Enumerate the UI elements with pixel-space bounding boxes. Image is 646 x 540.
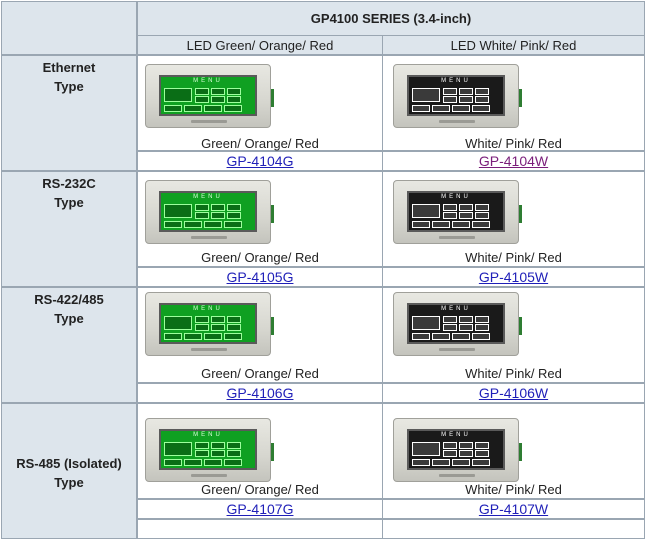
color-caption: White/ Pink/ Red (465, 366, 562, 381)
row-type-name: RS-422/485 (34, 292, 104, 307)
device-image-green[interactable]: MENU (145, 418, 274, 482)
color-caption: Green/ Orange/ Red (201, 482, 319, 497)
device-image-cell: MENU Green/ Orange/ Red (137, 55, 383, 151)
model-link-cell: GP-4107W (382, 499, 645, 519)
model-link[interactable]: GP-4105G (226, 269, 294, 285)
model-link[interactable]: GP-4107W (478, 501, 549, 517)
row-type-suffix: Type (54, 195, 84, 210)
series-title: GP4100 SERIES (3.4-inch) (310, 11, 472, 26)
color-caption: Green/ Orange/ Red (201, 136, 319, 151)
row-type-name: RS-232C (42, 176, 96, 191)
row-label-cell: RS-485 (Isolated) Type (1, 403, 137, 539)
led-screen: MENU (159, 191, 257, 232)
color-caption: Green/ Orange/ Red (201, 366, 319, 381)
col-header-green-label: LED Green/ Orange/ Red (186, 37, 334, 53)
row-type-name: Ethernet (42, 60, 96, 75)
corner-cell (1, 1, 137, 55)
device-image-white[interactable]: MENU (393, 292, 522, 356)
led-screen: MENU (407, 429, 505, 470)
led-screen: MENU (407, 75, 505, 116)
model-link-cell: GP-4107G (137, 499, 383, 519)
model-link[interactable]: GP-4107G (226, 501, 294, 517)
col-header-green: LED Green/ Orange/ Red (137, 35, 383, 55)
device-image-cell: MENU Green/ Orange/ Red (137, 287, 383, 383)
row-type-name: RS-485 (Isolated) (16, 456, 122, 471)
row-type-suffix: Type (54, 79, 84, 94)
device-image-white[interactable]: MENU (393, 180, 522, 244)
color-caption: White/ Pink/ Red (465, 250, 562, 265)
col-header-white: LED White/ Pink/ Red (382, 35, 645, 55)
device-image-cell: MENU Green/ Orange/ Red (137, 171, 383, 267)
empty-cell (137, 519, 383, 539)
device-image-cell: MENU White/ Pink/ Red (382, 287, 645, 383)
device-image-cell: MENU White/ Pink/ Red (382, 403, 645, 499)
model-link-cell: GP-4105G (137, 267, 383, 287)
color-caption: Green/ Orange/ Red (201, 250, 319, 265)
device-image-white[interactable]: MENU (393, 64, 522, 128)
device-image-cell: MENU White/ Pink/ Red (382, 171, 645, 267)
color-caption: White/ Pink/ Red (465, 136, 562, 151)
device-image-cell: MENU Green/ Orange/ Red (137, 403, 383, 499)
model-link-cell: GP-4106G (137, 383, 383, 403)
led-screen: MENU (159, 75, 257, 116)
device-image-green[interactable]: MENU (145, 292, 274, 356)
row-label-cell: RS-232C Type (1, 171, 137, 287)
series-header-cell: GP4100 SERIES (3.4-inch) (137, 1, 645, 36)
color-caption: White/ Pink/ Red (465, 482, 562, 497)
model-link-cell: GP-4105W (382, 267, 645, 287)
led-screen: MENU (159, 303, 257, 344)
model-link[interactable]: GP-4104G (226, 153, 294, 169)
col-header-white-label: LED White/ Pink/ Red (450, 37, 577, 53)
led-screen: MENU (407, 191, 505, 232)
led-screen: MENU (407, 303, 505, 344)
model-link[interactable]: GP-4106G (226, 385, 294, 401)
led-screen: MENU (159, 429, 257, 470)
row-label-cell: RS-422/485 Type (1, 287, 137, 403)
device-image-cell: MENU White/ Pink/ Red (382, 55, 645, 151)
model-link[interactable]: GP-4104W (478, 153, 549, 169)
model-link[interactable]: GP-4105W (478, 269, 549, 285)
row-type-suffix: Type (54, 475, 84, 490)
empty-cell (382, 519, 645, 539)
device-image-green[interactable]: MENU (145, 180, 274, 244)
device-image-green[interactable]: MENU (145, 64, 274, 128)
model-link[interactable]: GP-4106W (478, 385, 549, 401)
row-label-cell: Ethernet Type (1, 55, 137, 171)
model-link-cell: GP-4104W (382, 151, 645, 171)
device-image-white[interactable]: MENU (393, 418, 522, 482)
model-link-cell: GP-4106W (382, 383, 645, 403)
model-link-cell: GP-4104G (137, 151, 383, 171)
row-type-suffix: Type (54, 311, 84, 326)
